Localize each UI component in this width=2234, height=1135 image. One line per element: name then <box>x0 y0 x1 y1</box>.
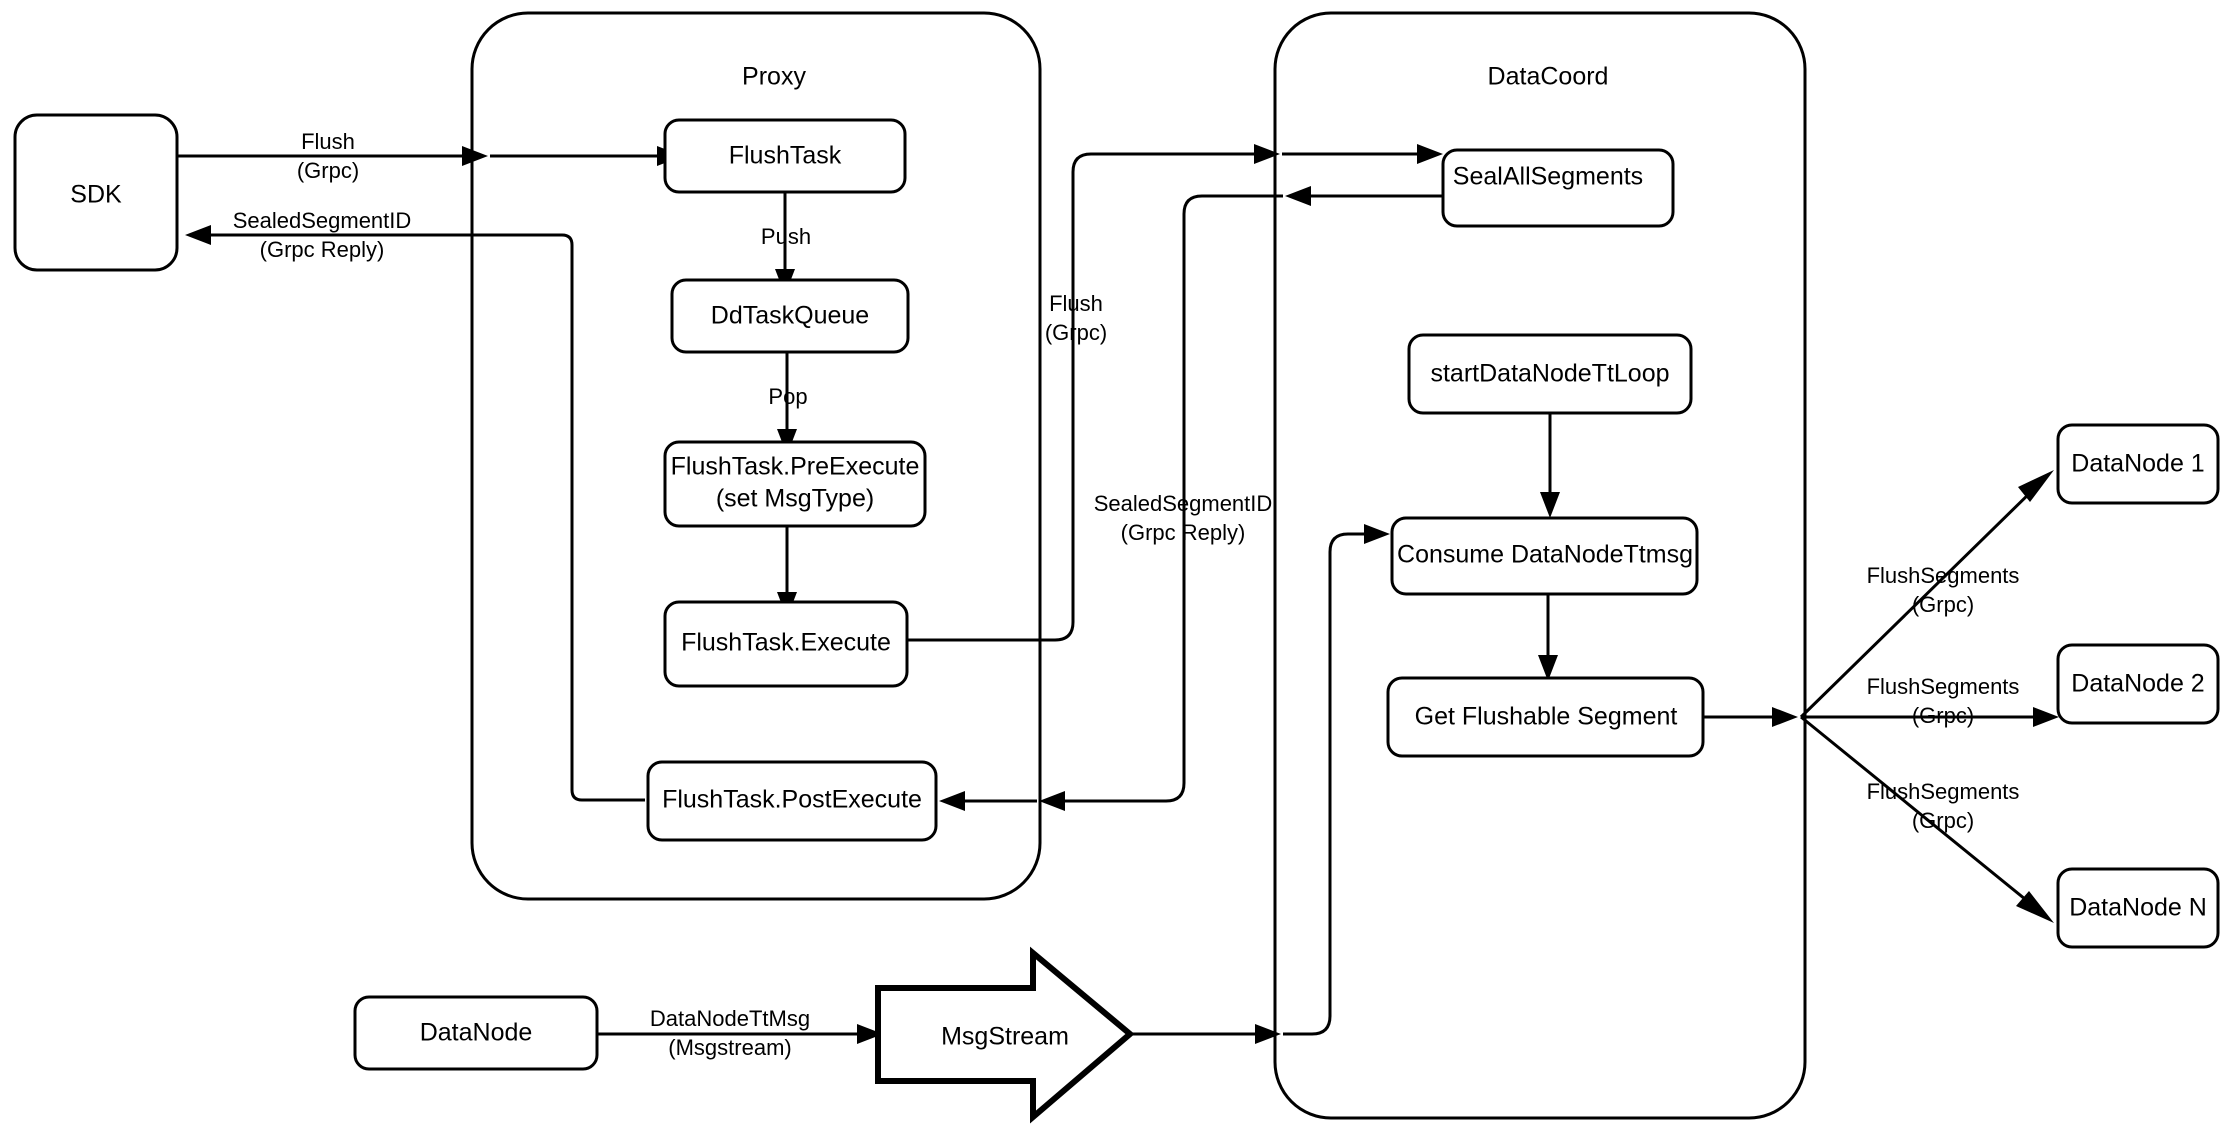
sdk-label: SDK <box>70 181 122 209</box>
flushtask-label: FlushTask <box>729 142 842 170</box>
edge-label-flush-mid-1: Flush <box>1049 291 1103 316</box>
node-preexecute: FlushTask.PreExecute (set MsgType) <box>663 440 927 528</box>
node-msgstream: MsgStream <box>875 946 1135 1124</box>
node-get-flushable-segment: Get Flushable Segment <box>1386 676 1705 758</box>
edge-label-flush-grpc-1: Flush <box>301 129 355 154</box>
edge-label-datanodettmsg-2: (Msgstream) <box>668 1035 791 1060</box>
node-startdatanodettloop: startDataNodeTtLoop <box>1407 333 1693 415</box>
postexecute-label: FlushTask.PostExecute <box>662 786 922 814</box>
sealallsegments-label: SealAllSegments <box>1453 163 1643 191</box>
edge-label-flushsegments-n-line1: FlushSegments <box>1867 779 2020 804</box>
sealallsegments-box <box>1441 148 1675 228</box>
edge-label-sealedsegmentid-1: SealedSegmentID <box>233 208 412 233</box>
node-sdk: SDK <box>13 113 179 272</box>
edge-pop: Pop <box>768 352 808 455</box>
edge-consume-to-getflushable <box>1538 594 1558 681</box>
edge-label-push: Push <box>761 224 811 249</box>
startdatanodettloop-label: startDataNodeTtLoop <box>1430 360 1669 388</box>
sdk-box <box>13 113 179 272</box>
edge-label-pop: Pop <box>768 384 807 409</box>
node-execute: FlushTask.Execute <box>663 600 909 688</box>
datanode-1-label: DataNode 1 <box>2071 450 2204 478</box>
node-flushtask: FlushTask <box>663 118 907 194</box>
node-postexecute: FlushTask.PostExecute <box>646 760 938 842</box>
edge-label-flushsegments-1-line1: FlushSegments <box>1867 563 2020 588</box>
edge-label-flush-mid-2: (Grpc) <box>1045 320 1107 345</box>
proxy-container <box>470 11 1042 901</box>
datanode-bottom-label: DataNode <box>420 1019 533 1047</box>
datanode-2-label: DataNode 2 <box>2071 670 2204 698</box>
datanode-n-label: DataNode N <box>2069 894 2207 922</box>
node-datanode-n: DataNode N <box>2056 867 2220 949</box>
edge-sdk-to-flushtask: Flush (Grpc) <box>177 129 683 183</box>
datanode-2-box <box>2056 643 2220 725</box>
group-proxy: Proxy <box>470 11 1042 901</box>
consume-datanodettmsg-label: Consume DataNodeTtmsg <box>1397 541 1693 569</box>
proxy-label: Proxy <box>742 63 806 91</box>
edge-msgstream-to-consume <box>1130 524 1390 1044</box>
edge-execute-to-sealallsegments: Flush (Grpc) <box>907 144 1443 642</box>
preexecute-label-line2: (set MsgType) <box>716 485 874 513</box>
datacoord-label: DataCoord <box>1488 63 1609 91</box>
preexecute-box <box>663 440 927 528</box>
edge-label-flushsegments-2-line2: (Grpc) <box>1912 703 1974 728</box>
node-ddtaskqueue: DdTaskQueue <box>670 278 910 354</box>
consume-datanodettmsg-box <box>1390 516 1699 596</box>
msgstream-label: MsgStream <box>941 1023 1069 1051</box>
edge-label-sealed-mid-2: (Grpc Reply) <box>1121 520 1246 545</box>
node-datanode-bottom: DataNode <box>353 995 599 1071</box>
datanode-1-box <box>2056 423 2220 505</box>
node-datanode-2: DataNode 2 <box>2056 643 2220 725</box>
edge-label-datanodettmsg-1: DataNodeTtMsg <box>650 1006 810 1031</box>
edge-ttloop-to-consume <box>1540 413 1560 518</box>
edge-label-flushsegments-2-line1: FlushSegments <box>1867 674 2020 699</box>
edge-label-sealed-mid-1: SealedSegmentID <box>1094 491 1273 516</box>
ddtaskqueue-box <box>670 278 910 354</box>
group-datacoord: DataCoord <box>1273 11 1807 1120</box>
execute-label: FlushTask.Execute <box>681 629 891 657</box>
preexecute-label-line1: FlushTask.PreExecute <box>671 453 920 481</box>
edge-postexecute-to-sdk: SealedSegmentID (Grpc Reply) <box>185 208 645 802</box>
edge-datanode-to-msgstream: DataNodeTtMsg (Msgstream) <box>597 1006 883 1060</box>
node-datanode-1: DataNode 1 <box>2056 423 2220 505</box>
datacoord-container <box>1273 11 1807 1120</box>
edge-label-flush-grpc-2: (Grpc) <box>297 158 359 183</box>
node-consume-datanodettmsg: Consume DataNodeTtmsg <box>1390 516 1699 596</box>
msgstream-shape <box>875 946 1135 1124</box>
datanode-n-box <box>2056 867 2220 949</box>
edge-label-flushsegments-1-line2: (Grpc) <box>1912 592 1974 617</box>
node-sealallsegments: SealAllSegments <box>1441 148 1675 228</box>
ddtaskqueue-label: DdTaskQueue <box>711 302 869 330</box>
edge-label-flushsegments-n-line2: (Grpc) <box>1912 808 1974 833</box>
edge-label-sealedsegmentid-2: (Grpc Reply) <box>260 237 385 262</box>
get-flushable-segment-label: Get Flushable Segment <box>1415 703 1678 731</box>
execute-box <box>663 600 909 688</box>
edge-sealallsegments-to-postexecute: SealedSegmentID (Grpc Reply) <box>939 186 1443 811</box>
edge-getflushable-to-datanodes: FlushSegments (Grpc) FlushSegments (Grpc… <box>1703 470 2059 923</box>
postexecute-box <box>646 760 938 842</box>
